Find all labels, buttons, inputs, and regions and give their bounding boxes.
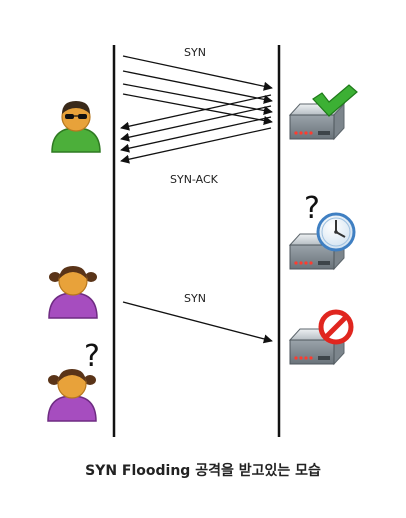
question-mark-client: ? [84,339,100,374]
waiting-client-user-icon [47,369,97,422]
syn-label-bottom: SYN [184,292,206,305]
syn-ack-arrows [120,94,272,164]
diagram-caption: SYN Flooding 공격을 받고있는 모습 [85,463,321,479]
syn-ack-label: SYN-ACK [170,173,219,186]
syn-label-top: SYN [184,46,206,59]
client-user-icon [48,266,98,319]
server-check-icon [288,84,358,141]
syn-arrow-bottom [122,301,273,344]
server-blocked-icon [288,309,354,366]
server-clock-icon [288,212,356,271]
syn-arrows-top [122,55,273,125]
attacker-user-icon [51,101,101,153]
question-mark-server: ? [304,191,320,226]
